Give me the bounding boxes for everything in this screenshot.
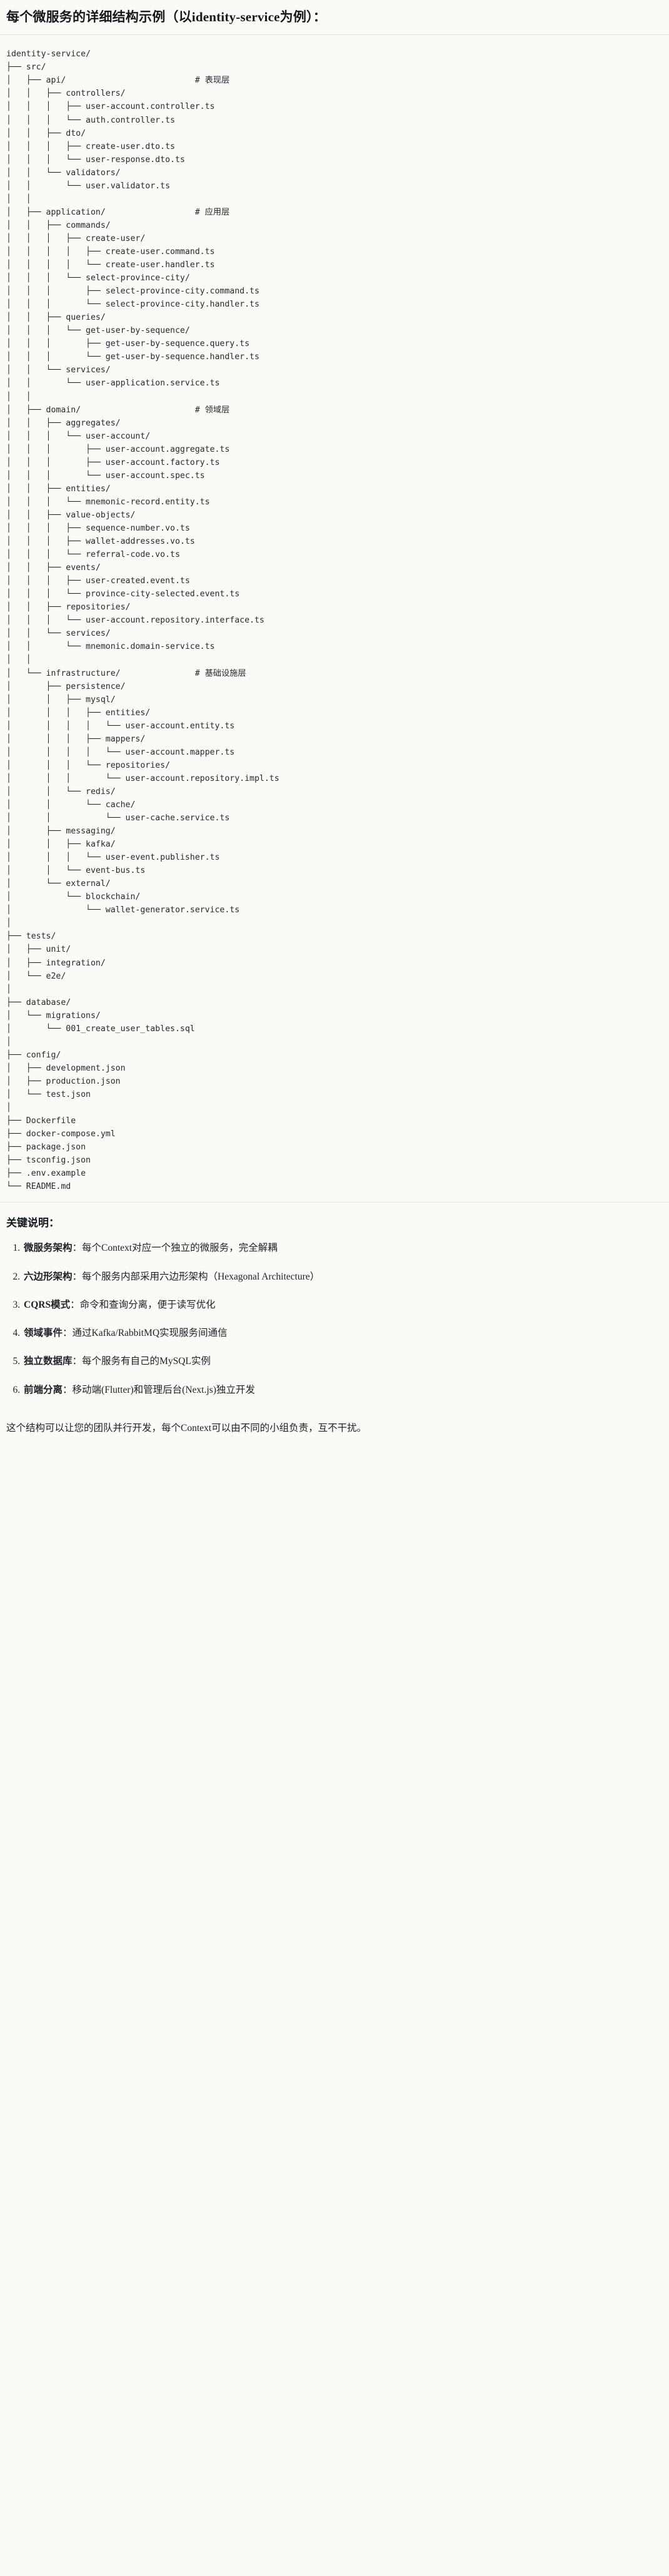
note-term: 六边形架构: [24, 1271, 73, 1282]
note-term: 领域事件: [24, 1328, 63, 1339]
list-item: 领域事件：通过Kafka/RabbitMQ实现服务间通信: [23, 1326, 659, 1340]
directory-tree: identity-service/ ├── src/ │ ├── api/ # …: [6, 49, 279, 1192]
list-item: 前端分离：移动端(Flutter)和管理后台(Next.js)独立开发: [23, 1383, 659, 1397]
note-separator: ：: [72, 1271, 83, 1282]
note-term: 前端分离: [24, 1384, 63, 1395]
document-page: 每个微服务的详细结构示例（以identity-service为例）： ident…: [0, 0, 669, 1450]
note-text: 移动端(Flutter)和管理后台(Next.js)独立开发: [72, 1384, 255, 1395]
note-term: 微服务架构: [24, 1243, 73, 1254]
note-term: 独立数据库: [24, 1356, 73, 1367]
note-separator: ：: [70, 1299, 80, 1310]
note-separator: ：: [72, 1243, 83, 1254]
note-text: 每个服务内部采用六边形架构（Hexagonal Architecture）: [82, 1271, 320, 1282]
note-text: 命令和查询分离，便于读写优化: [79, 1299, 216, 1310]
list-item: 微服务架构：每个Context对应一个独立的微服务，完全解耦: [23, 1241, 659, 1255]
key-notes-section: 关键说明： 微服务架构：每个Context对应一个独立的微服务，完全解耦 六边形…: [0, 1203, 669, 1417]
list-item: CQRS模式：命令和查询分离，便于读写优化: [23, 1298, 659, 1312]
key-notes-heading: 关键说明：: [6, 1217, 59, 1229]
note-text: 每个Context对应一个独立的微服务，完全解耦: [82, 1243, 278, 1254]
note-text: 通过Kafka/RabbitMQ实现服务间通信: [72, 1328, 228, 1339]
note-term: CQRS模式: [24, 1299, 71, 1310]
closing-paragraph: 这个结构可以让您的团队并行开发，每个Context可以由不同的小组负责，互不干扰…: [6, 1422, 367, 1433]
page-title: 每个微服务的详细结构示例（以identity-service为例）：: [0, 0, 669, 36]
note-separator: ：: [72, 1356, 83, 1367]
note-text: 每个服务有自己的MySQL实例: [82, 1356, 211, 1367]
list-item: 六边形架构：每个服务内部采用六边形架构（Hexagonal Architectu…: [23, 1270, 659, 1284]
key-notes-list: 微服务架构：每个Context对应一个独立的微服务，完全解耦 六边形架构：每个服…: [6, 1241, 659, 1397]
list-item: 独立数据库：每个服务有自己的MySQL实例: [23, 1354, 659, 1368]
note-separator: ：: [63, 1384, 73, 1395]
note-separator: ：: [63, 1328, 73, 1339]
directory-tree-block: identity-service/ ├── src/ │ ├── api/ # …: [0, 35, 669, 1203]
